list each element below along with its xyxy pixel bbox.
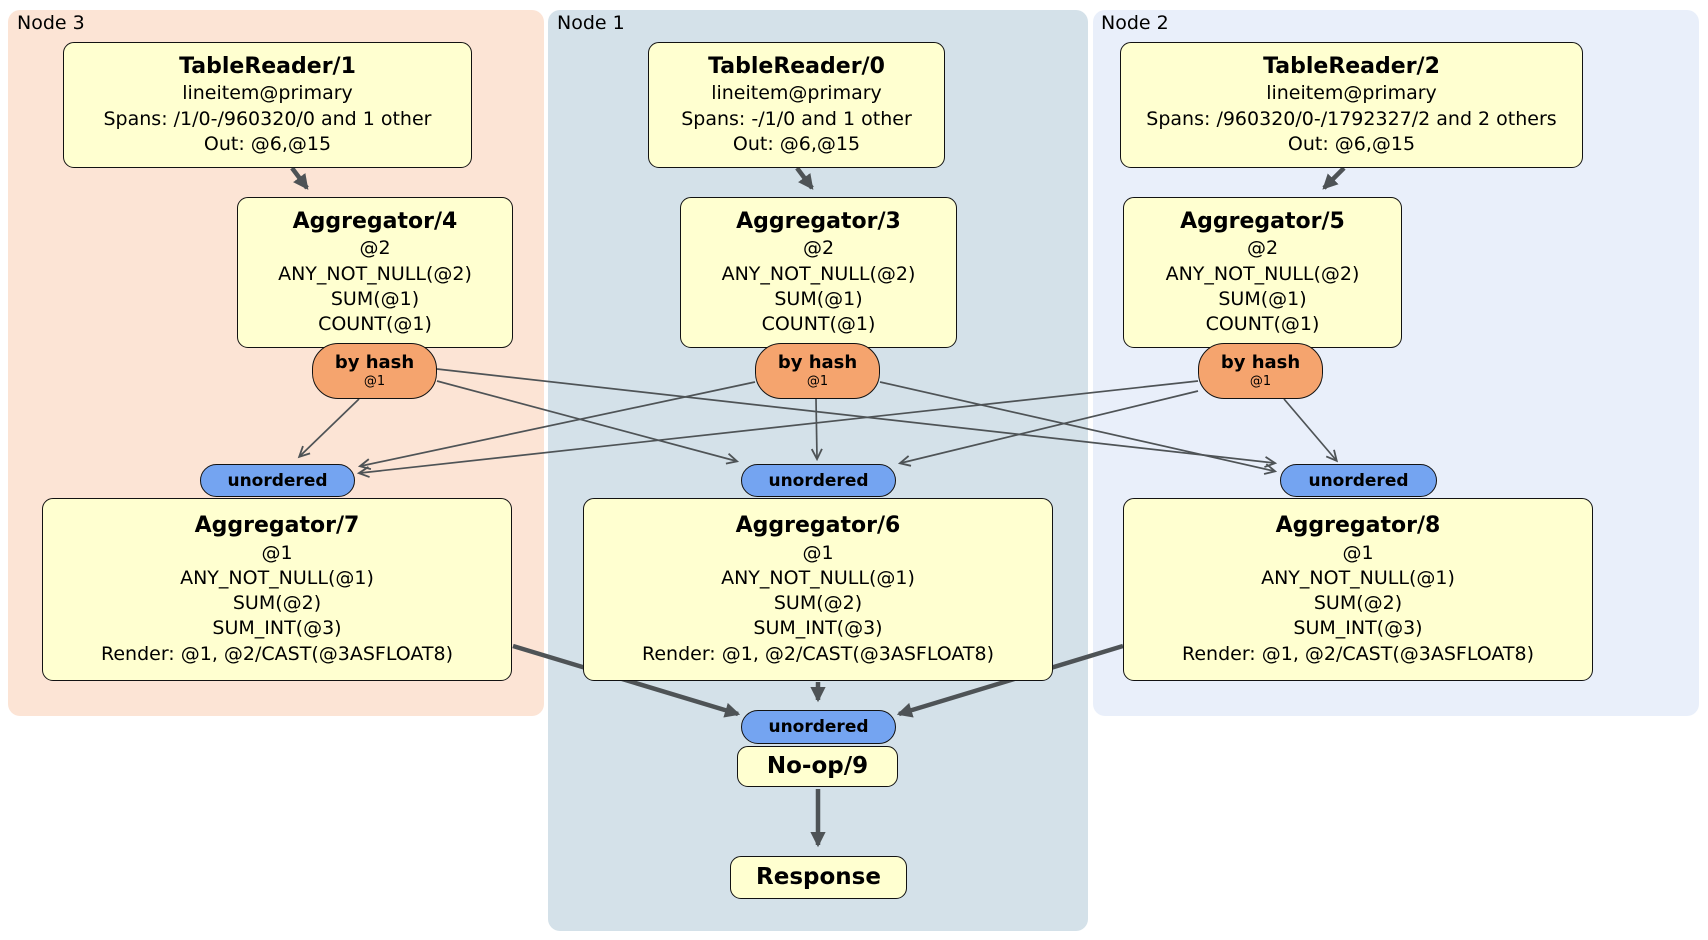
processor-detail: @2 xyxy=(1246,237,1279,260)
processor-title: Aggregator/4 xyxy=(292,208,458,234)
processor-detail: SUM(@1) xyxy=(1218,287,1307,310)
processor-detail: Out: @6,@15 xyxy=(1287,132,1416,155)
processor-detail: SUM_INT(@3) xyxy=(1293,617,1423,640)
processor-tablereader-0: TableReader/0 lineitem@primary Spans: -/… xyxy=(648,42,945,168)
processor-aggregator-3: Aggregator/3 @2 ANY_NOT_NULL(@2) SUM(@1)… xyxy=(680,197,957,348)
processor-detail: @1 xyxy=(261,541,293,564)
processor-title: Response xyxy=(756,863,881,890)
processor-detail: SUM(@2) xyxy=(773,592,863,615)
processor-detail: SUM(@2) xyxy=(232,592,322,615)
router-key: @1 xyxy=(363,373,386,389)
sync-unordered-6: unordered xyxy=(741,464,896,497)
processor-detail: @2 xyxy=(802,237,835,260)
node3-label: Node 3 xyxy=(17,12,85,34)
router-byhash-3: by hash @1 xyxy=(755,343,880,399)
processor-title: Aggregator/5 xyxy=(1180,208,1345,234)
processor-detail: ANY_NOT_NULL(@2) xyxy=(278,262,472,285)
router-label: by hash xyxy=(777,351,858,373)
router-byhash-4: by hash @1 xyxy=(312,343,437,399)
processor-detail: SUM_INT(@3) xyxy=(753,617,883,640)
edge-byhash4-unordered7 xyxy=(297,398,360,459)
processor-title: No-op/9 xyxy=(766,752,869,779)
processor-title: TableReader/2 xyxy=(1263,53,1440,79)
processor-detail: ANY_NOT_NULL(@2) xyxy=(1165,262,1360,285)
processor-detail: COUNT(@1) xyxy=(761,313,876,336)
edge-byhash3-unordered8 xyxy=(879,381,1278,475)
router-byhash-5: by hash @1 xyxy=(1198,343,1323,399)
edge-tablereader1-aggregator4 xyxy=(290,166,309,190)
edge-byhash5-unordered8 xyxy=(1283,398,1339,463)
router-label: by hash xyxy=(1220,351,1301,373)
edge-byhash3-unordered6 xyxy=(810,398,823,462)
processor-detail: lineitem@primary xyxy=(1266,82,1437,105)
response-node: Response xyxy=(730,856,907,899)
router-key: @1 xyxy=(806,373,829,389)
processor-noop-9: No-op/9 xyxy=(737,746,898,787)
processor-aggregator-5: Aggregator/5 @2 ANY_NOT_NULL(@2) SUM(@1)… xyxy=(1123,197,1402,348)
processor-detail: SUM(@2) xyxy=(1313,592,1403,615)
processor-detail: ANY_NOT_NULL(@2) xyxy=(721,262,916,285)
processor-detail: SUM(@1) xyxy=(330,287,420,310)
processor-detail: COUNT(@1) xyxy=(318,313,432,336)
processor-detail: @2 xyxy=(359,237,391,260)
processor-detail: SUM(@1) xyxy=(774,287,863,310)
processor-title: Aggregator/6 xyxy=(735,513,901,539)
edge-tablereader0-aggregator3 xyxy=(795,166,814,190)
processor-detail: Render: @1, @2/CAST(@3ASFLOAT8) xyxy=(1182,642,1534,665)
edge-byhash5-unordered7 xyxy=(356,380,1199,478)
sync-unordered-7: unordered xyxy=(200,464,355,497)
processor-detail: ANY_NOT_NULL(@1) xyxy=(721,566,915,589)
processor-detail: Out: @6,@15 xyxy=(732,132,861,155)
processor-title: TableReader/0 xyxy=(708,53,885,79)
processor-detail: SUM_INT(@3) xyxy=(212,617,342,640)
processor-detail: Render: @1, @2/CAST(@3ASFLOAT8) xyxy=(101,642,453,665)
edge-tablereader2-aggregator5 xyxy=(1322,166,1346,190)
processor-title: TableReader/1 xyxy=(179,53,356,79)
processor-tablereader-2: TableReader/2 lineitem@primary Spans: /9… xyxy=(1120,42,1583,168)
processor-detail: ANY_NOT_NULL(@1) xyxy=(1261,566,1455,589)
processor-detail: Spans: /960320/0-/1792327/2 and 2 others xyxy=(1146,107,1557,130)
processor-detail: Out: @6,@15 xyxy=(203,132,332,155)
processor-aggregator-8: Aggregator/8 @1 ANY_NOT_NULL(@1) SUM(@2)… xyxy=(1123,498,1593,681)
sync-unordered-final: unordered xyxy=(741,710,896,744)
sync-unordered-8: unordered xyxy=(1280,464,1437,497)
router-key: @1 xyxy=(1249,373,1272,389)
edge-byhash4-unordered6 xyxy=(436,380,740,465)
processor-detail: COUNT(@1) xyxy=(1205,313,1320,336)
processor-aggregator-6: Aggregator/6 @1 ANY_NOT_NULL(@1) SUM(@2)… xyxy=(583,498,1053,681)
processor-aggregator-4: Aggregator/4 @2 ANY_NOT_NULL(@2) SUM(@1)… xyxy=(237,197,513,348)
node1-label: Node 1 xyxy=(557,12,625,34)
processor-tablereader-1: TableReader/1 lineitem@primary Spans: /1… xyxy=(63,42,472,168)
edge-byhash3-unordered7 xyxy=(357,381,756,470)
processor-detail: Render: @1, @2/CAST(@3ASFLOAT8) xyxy=(642,642,994,665)
processor-detail: @1 xyxy=(802,541,834,564)
edge-byhash4-unordered8 xyxy=(436,368,1278,468)
edge-byhash5-unordered6 xyxy=(897,390,1199,467)
processor-detail: lineitem@primary xyxy=(182,82,353,105)
processor-title: Aggregator/8 xyxy=(1275,513,1441,539)
processor-detail: Spans: /1/0-/960320/0 and 1 other xyxy=(103,107,432,130)
processor-detail: @1 xyxy=(1342,541,1374,564)
processor-detail: ANY_NOT_NULL(@1) xyxy=(180,566,374,589)
processor-detail: lineitem@primary xyxy=(711,82,882,105)
node2-label: Node 2 xyxy=(1101,12,1169,34)
processor-title: Aggregator/7 xyxy=(194,513,360,539)
router-label: by hash xyxy=(334,351,415,373)
processor-title: Aggregator/3 xyxy=(736,208,901,234)
processor-aggregator-7: Aggregator/7 @1 ANY_NOT_NULL(@1) SUM(@2)… xyxy=(42,498,512,681)
processor-detail: Spans: -/1/0 and 1 other xyxy=(681,107,912,130)
